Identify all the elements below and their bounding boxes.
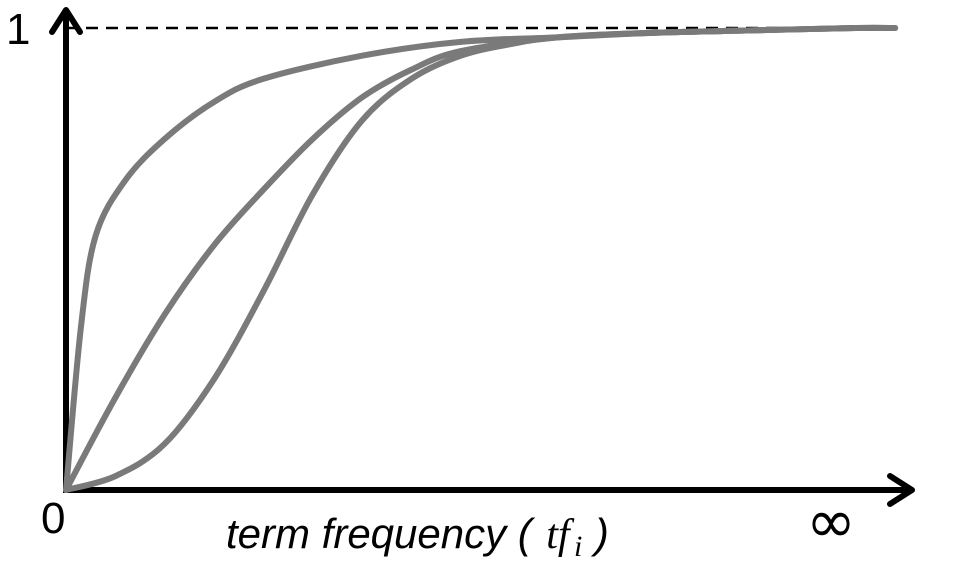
x-axis-label-subscript: i [574,530,582,563]
x-axis-label-close: ) [590,510,609,557]
x-axis-arrow [887,473,915,507]
series-line-1 [63,24,899,493]
series-group [63,24,899,493]
x-axis-label: term frequency ( tf i ) [226,510,609,563]
series-line-3 [63,24,899,493]
x-axis-label-symbol: tf [546,512,575,558]
y-axis-arrow [49,7,83,35]
y-tick-label-top: 1 [6,5,30,54]
origin-tick-label: 0 [41,494,65,543]
x-tick-label-infinity: ∞ [806,487,856,557]
x-axis-label-text: term frequency ( [226,510,536,557]
series-line-2 [63,24,899,493]
